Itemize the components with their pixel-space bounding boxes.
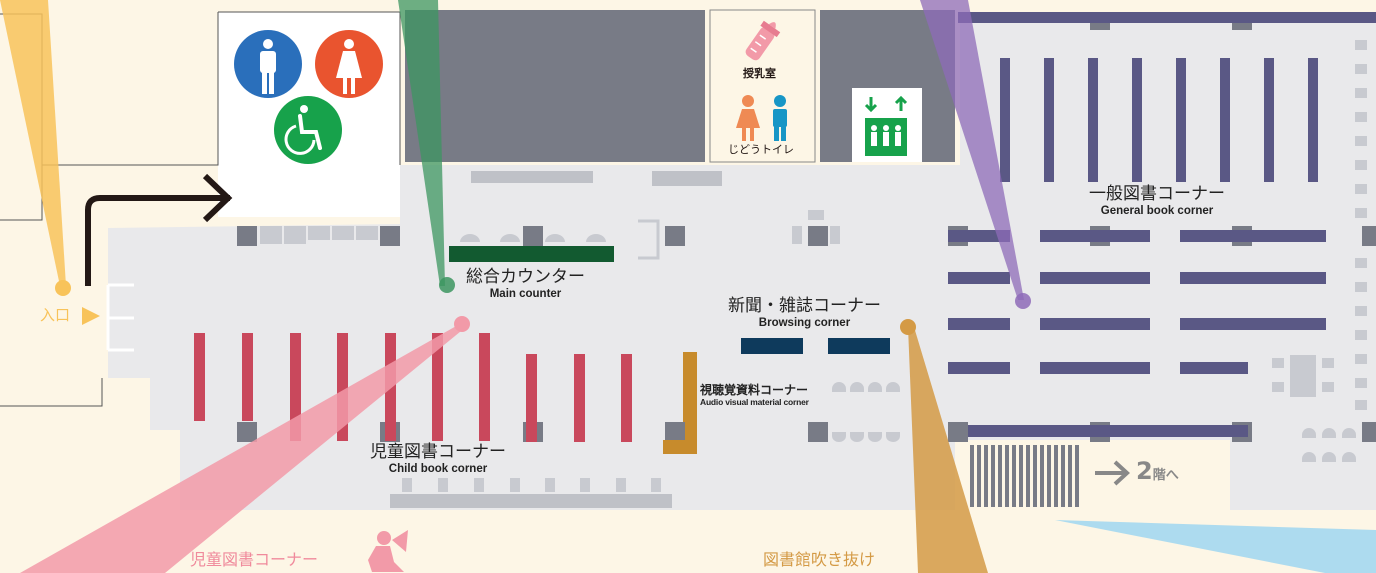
general-corner-dot bbox=[1015, 293, 1031, 309]
nursing-room-label: 授乳室 bbox=[743, 67, 776, 80]
entrance-label: 入口 bbox=[40, 306, 71, 324]
children-toilet-label: じどうトイレ bbox=[728, 143, 794, 156]
woman-icon bbox=[315, 30, 383, 98]
child-corner-label-en: Child book corner bbox=[388, 462, 488, 475]
strip bbox=[471, 171, 593, 183]
baby-bottle-icon bbox=[745, 20, 781, 61]
counter-chairs bbox=[460, 234, 606, 242]
main-counter-label-en: Main counter bbox=[489, 287, 562, 300]
pillar bbox=[665, 422, 685, 440]
strip bbox=[652, 171, 722, 186]
entrance-door bbox=[106, 283, 134, 352]
av-corner-label-jp: 視聴覚資料コーナー bbox=[700, 383, 809, 397]
main-counter-dot bbox=[439, 277, 455, 293]
general-corner-label-en: General book corner bbox=[1100, 204, 1214, 217]
stairs bbox=[970, 445, 1079, 507]
av-corner-label: 視聴覚資料コーナー Audio visual material corner bbox=[700, 383, 809, 408]
general-shelves-vertical bbox=[958, 12, 1376, 182]
right-table bbox=[1272, 355, 1334, 397]
general-shelves-horizontal bbox=[948, 230, 1326, 437]
window-seats bbox=[260, 226, 378, 244]
floor-suffix: 階へ bbox=[1152, 468, 1179, 483]
browsing-corner-label-jp: 新聞・雑誌コーナー bbox=[728, 296, 881, 316]
stairs-arrow-icon bbox=[1095, 460, 1130, 486]
wall-block-left bbox=[405, 10, 705, 162]
child-corner-dot bbox=[454, 316, 470, 332]
main-counter-desk bbox=[449, 246, 614, 262]
view-beam-yellow bbox=[0, 0, 66, 286]
chairs-right bbox=[1302, 428, 1356, 462]
children-toilet-icon bbox=[736, 95, 787, 141]
child-corner-label-jp: 児童図書コーナー bbox=[370, 442, 506, 462]
general-corner-label: 一般図書コーナー General book corner bbox=[1089, 184, 1225, 218]
view-beam-blue bbox=[1055, 520, 1376, 573]
wheelchair-icon bbox=[274, 96, 342, 164]
wall-seats-right bbox=[1355, 40, 1367, 410]
browsing-corner-label-en: Browsing corner bbox=[758, 316, 851, 329]
general-corner-label-jp: 一般図書コーナー bbox=[1089, 184, 1225, 204]
browsing-corner-dot bbox=[900, 319, 916, 335]
entrance-dot bbox=[55, 280, 71, 296]
view-beam-purple bbox=[920, 0, 1024, 300]
bottom-atrium-label: 図書館吹き抜け bbox=[763, 550, 876, 569]
browsing-shelf bbox=[741, 338, 803, 354]
browsing-corner-label: 新聞・雑誌コーナー Browsing corner bbox=[728, 296, 881, 330]
browsing-shelf bbox=[828, 338, 890, 354]
view-beam-orange bbox=[908, 327, 988, 573]
bottom-strip bbox=[390, 494, 672, 508]
view-beam-pink bbox=[20, 325, 466, 573]
child-corner-label: 児童図書コーナー Child book corner bbox=[370, 442, 506, 476]
elevator-icon bbox=[864, 95, 908, 156]
floor-number: 2 bbox=[1136, 457, 1153, 485]
to-floor-2-label: 2階へ bbox=[1136, 457, 1179, 486]
small-tables bbox=[792, 210, 840, 244]
av-shelf bbox=[663, 440, 683, 454]
entrance-triangle-icon bbox=[82, 307, 100, 325]
entrance-arrow-icon bbox=[85, 173, 233, 286]
main-counter-label: 総合カウンター Main counter bbox=[466, 267, 585, 301]
av-corner-label-en: Audio visual material corner bbox=[700, 396, 809, 407]
reading-child-icon bbox=[368, 530, 408, 572]
man-icon bbox=[234, 30, 302, 98]
chairs-child bbox=[402, 478, 661, 492]
partition bbox=[638, 219, 660, 260]
view-beam-green bbox=[398, 0, 445, 286]
av-chairs bbox=[832, 382, 900, 442]
floor-area bbox=[108, 12, 1376, 510]
bottom-child-label: 児童図書コーナー bbox=[190, 550, 319, 569]
av-shelf bbox=[683, 352, 697, 454]
main-counter-label-jp: 総合カウンター bbox=[466, 267, 585, 287]
